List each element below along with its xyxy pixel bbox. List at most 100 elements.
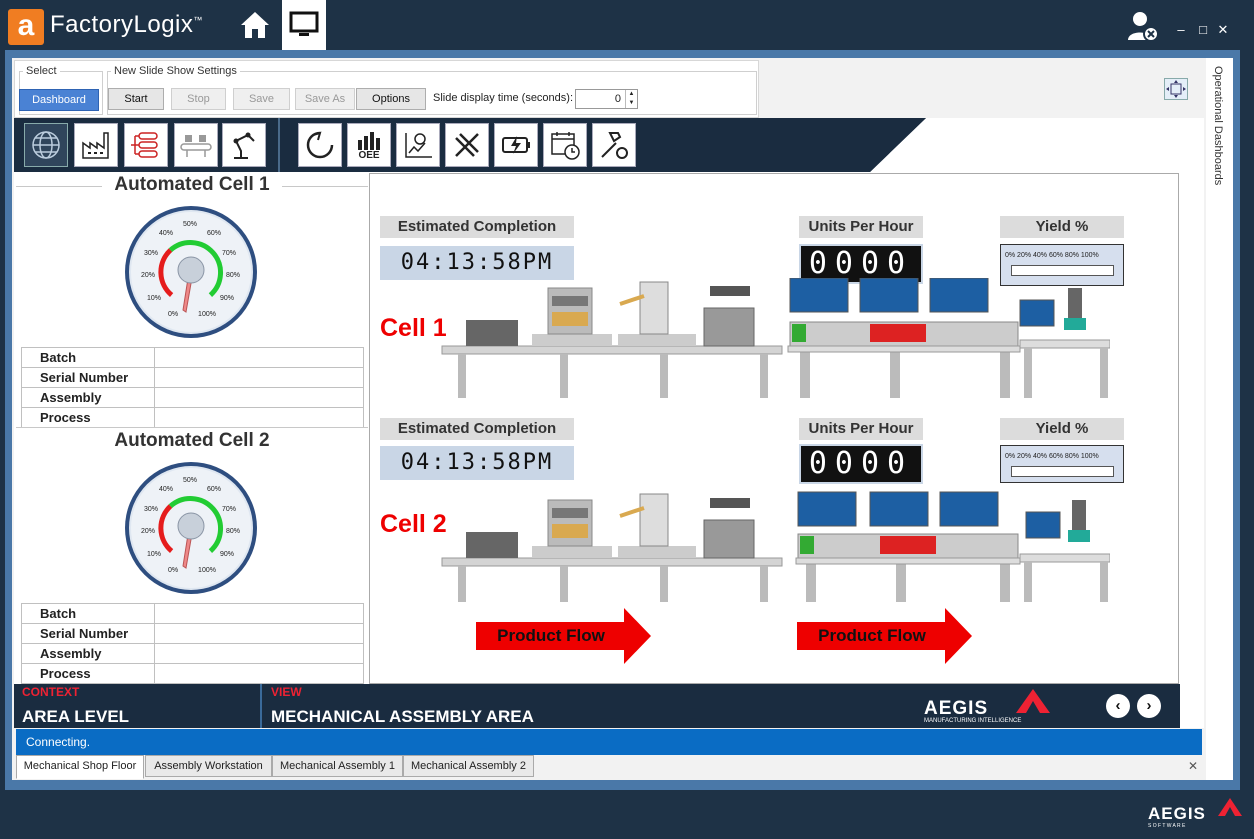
gauge-tick: 30%: [144, 506, 158, 513]
refresh-icon: [306, 131, 334, 159]
hammer-wrench-button[interactable]: [592, 123, 636, 167]
table-row: Batch: [21, 603, 364, 624]
user-chart-button[interactable]: [396, 123, 440, 167]
network-button[interactable]: [124, 123, 168, 167]
tab-mechanical-shop-floor[interactable]: Mechanical Shop Floor: [16, 755, 144, 779]
table-row: Assembly: [21, 387, 364, 408]
tab-mechanical-assembly-2[interactable]: Mechanical Assembly 2: [403, 755, 534, 777]
product-flow-label: Product Flow: [497, 626, 605, 645]
gauge-tick: 40%: [159, 230, 173, 237]
row-label: Batch: [21, 603, 155, 624]
display-time-input[interactable]: 0 ▲▼: [575, 89, 638, 109]
row-value: [154, 643, 364, 664]
tools-button[interactable]: [445, 123, 489, 167]
gauge-tick: 60%: [207, 230, 221, 237]
close-tab-button[interactable]: ✕: [1188, 759, 1198, 773]
chevron-right-icon: ›: [1146, 697, 1152, 714]
tools-icon: [455, 133, 479, 157]
gauge-tick: 0%: [168, 567, 178, 574]
gauge-tick: 40%: [159, 486, 173, 493]
close-button[interactable]: ✕: [1217, 22, 1229, 37]
oee-icon: [358, 131, 380, 150]
row-label: Serial Number: [21, 367, 155, 388]
dashboard-button[interactable]: Dashboard: [19, 89, 99, 111]
row-label: Assembly: [21, 643, 155, 664]
product-flow-arrow-2: [797, 608, 972, 664]
title-bar: [0, 0, 1254, 50]
gauge-tick: 20%: [141, 272, 155, 279]
yield-meter: 0% 20% 40% 60% 80% 100%: [1000, 244, 1124, 286]
save-button[interactable]: Save: [233, 88, 290, 110]
row-value: [154, 407, 364, 428]
monitor-button[interactable]: [282, 0, 326, 50]
gauge-tick: 100%: [198, 567, 216, 574]
move-arrows-icon: [1166, 80, 1186, 98]
save-as-button[interactable]: Save As: [295, 88, 355, 110]
context-divider: [260, 684, 262, 728]
select-group-label: Select: [23, 65, 60, 77]
gauge-tick: 100%: [198, 311, 216, 318]
settings-group-label: New Slide Show Settings: [111, 65, 240, 77]
yield-bar: [1011, 466, 1114, 477]
globe-button[interactable]: [24, 123, 68, 167]
home-icon: [241, 12, 269, 38]
cell-2-title: Automated Cell 2: [114, 430, 270, 451]
user-logout-button[interactable]: [1126, 10, 1160, 42]
view-value: MECHANICAL ASSEMBLY AREA: [271, 707, 534, 726]
next-slide-button[interactable]: ›: [1137, 694, 1161, 718]
gauge-tick: 30%: [144, 250, 158, 257]
spinner-arrows-icon[interactable]: ▲▼: [625, 90, 637, 108]
gauge-tick: 70%: [222, 250, 236, 257]
start-button[interactable]: Start: [108, 88, 164, 110]
home-button[interactable]: [234, 4, 276, 46]
maximize-button[interactable]: □: [1199, 22, 1207, 37]
uph-value: 0000: [799, 444, 923, 484]
gauge-tick: 20%: [141, 528, 155, 535]
footer-brand-sub: S O F T W A R E: [1148, 823, 1186, 829]
aegis-brand: AEGIS: [924, 698, 989, 719]
chevron-left-icon: ‹: [1115, 697, 1121, 714]
gauge-tick: 50%: [183, 477, 197, 484]
slideshow-toolbar: Select Dashboard New Slide Show Settings…: [14, 60, 759, 118]
conveyor-button[interactable]: [174, 123, 218, 167]
app-logo-icon: a: [8, 9, 44, 45]
product-flow-label: Product Flow: [818, 626, 926, 645]
row-label: Process: [21, 663, 155, 684]
refresh-button[interactable]: [298, 123, 342, 167]
fit-screen-button[interactable]: [1164, 78, 1188, 100]
yield-header: Yield %: [1000, 216, 1124, 238]
production-line-panel: Estimated Completion 04:13:58PM Units Pe…: [369, 173, 1179, 684]
tab-mechanical-assembly-1[interactable]: Mechanical Assembly 1: [272, 755, 403, 777]
stop-button[interactable]: Stop: [171, 88, 226, 110]
factory-button[interactable]: [74, 123, 118, 167]
corner-fold-decoration: [870, 118, 926, 172]
gauge-tick: 0%: [168, 311, 178, 318]
cell-2-gauge: 0% 10% 20% 30% 40% 50% 60% 70% 80% 90% 1…: [125, 462, 257, 594]
row-value: [154, 347, 364, 368]
yield-header: Yield %: [1000, 418, 1124, 440]
yield-meter: 0% 20% 40% 60% 80% 100%: [1000, 445, 1124, 483]
cell-1-assembly-line-illustration: [441, 278, 1110, 398]
cell-2-info-table: Batch Serial Number Assembly Process: [21, 603, 364, 684]
calendar-clock-button[interactable]: [543, 123, 587, 167]
operational-dashboards-tab[interactable]: Operational Dashboards: [1212, 66, 1224, 186]
robot-arm-button[interactable]: [222, 123, 266, 167]
network-icon: [131, 132, 158, 158]
table-row: Serial Number: [21, 623, 364, 644]
divider: [282, 186, 368, 187]
est-completion-header: Estimated Completion: [380, 418, 574, 440]
prev-slide-button[interactable]: ‹: [1106, 694, 1130, 718]
yield-scale: 0% 20% 40% 60% 80% 100%: [1005, 252, 1099, 259]
context-value: AREA LEVEL: [22, 707, 130, 726]
table-row: Serial Number: [21, 367, 364, 388]
yield-bar: [1011, 265, 1114, 276]
oee-button[interactable]: OEE: [347, 123, 391, 167]
options-button[interactable]: Options: [356, 88, 426, 110]
gauge-tick: 10%: [147, 551, 161, 558]
tab-assembly-workstation[interactable]: Assembly Workstation: [145, 755, 272, 777]
energy-button[interactable]: [494, 123, 538, 167]
oee-label: OEE: [358, 149, 380, 161]
energy-icon: [502, 136, 530, 154]
table-row: Process: [21, 407, 364, 428]
minimize-button[interactable]: –: [1177, 22, 1185, 37]
